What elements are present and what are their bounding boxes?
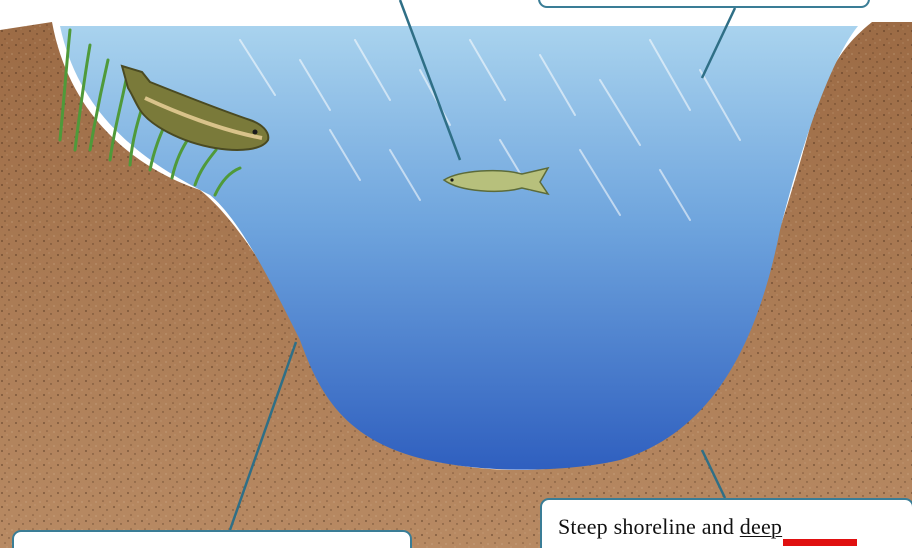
callout-text-before: Steep shoreline and — [558, 514, 740, 539]
highlight-mark — [783, 539, 857, 546]
callout-bottom-right-label: Steep shoreline and deep — [558, 514, 782, 540]
callout-top-right — [538, 0, 870, 8]
callout-bottom-left — [12, 530, 412, 548]
callout-text-underlined: deep — [740, 514, 782, 539]
